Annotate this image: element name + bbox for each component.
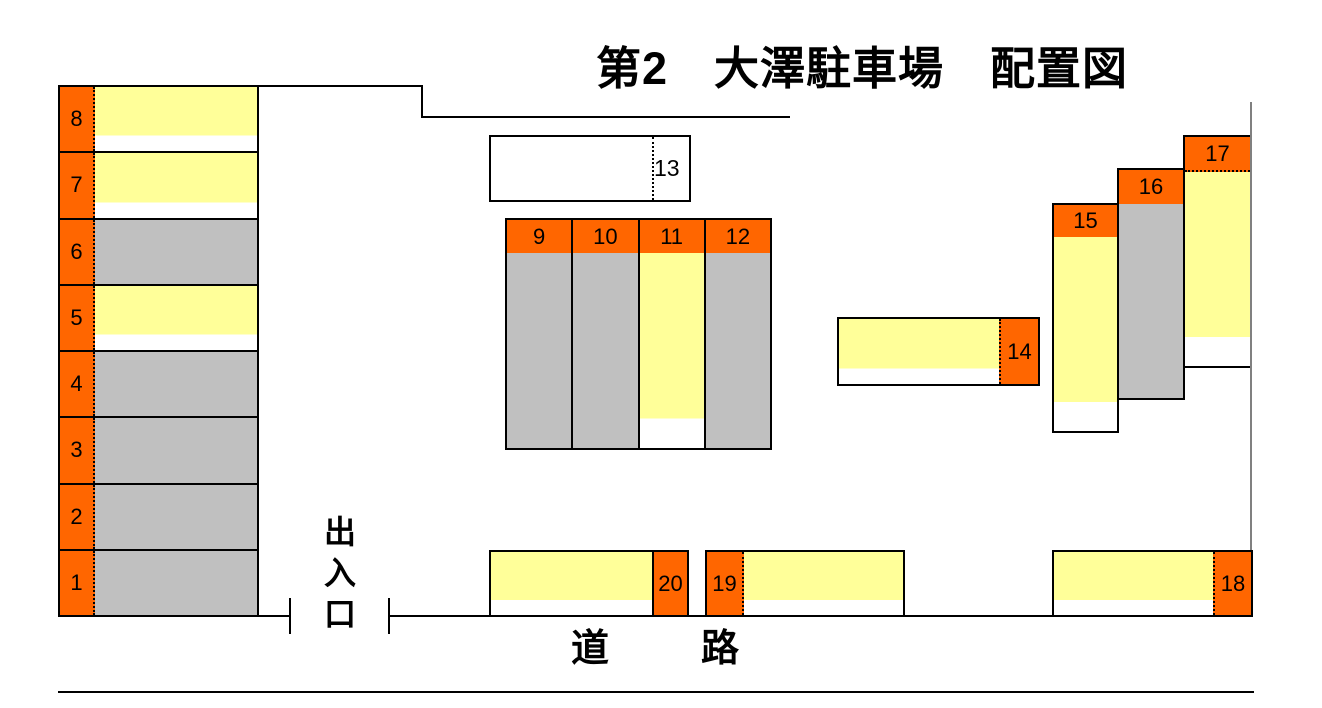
parking-space-19: 19 — [705, 550, 905, 617]
space-number-cell: 13 — [652, 137, 689, 200]
parking-space-12: 12 — [705, 220, 770, 448]
entrance-char: 出 — [323, 514, 356, 550]
boundary-line-right — [1250, 102, 1252, 551]
space-number-cell: 7 — [60, 153, 95, 218]
space-fill — [95, 484, 257, 549]
space-number: 20 — [658, 570, 683, 596]
space-number: 17 — [1205, 140, 1230, 166]
parking-space-11: 11 — [639, 220, 706, 448]
parking-space-10: 10 — [573, 220, 640, 448]
space-number: 11 — [660, 223, 684, 249]
boundary-line-top-a — [257, 85, 423, 87]
space-number-cell: 12 — [705, 220, 770, 253]
parking-space-9: 9 — [507, 220, 574, 448]
entrance-char: 口 — [323, 596, 356, 632]
parking-space-6: 6 — [60, 219, 257, 286]
boundary-line-top-step — [421, 85, 423, 118]
parking-space-15: 15 — [1052, 203, 1119, 433]
space-number: 1 — [70, 569, 83, 595]
parking-space-1: 1 — [60, 550, 257, 615]
parking-space-17: 17 — [1183, 135, 1252, 368]
space-fill — [95, 352, 257, 417]
space-number-cell: 20 — [652, 552, 687, 615]
parking-space-4: 4 — [60, 352, 257, 419]
parking-space-16: 16 — [1117, 168, 1185, 400]
space-number: 12 — [725, 223, 751, 249]
space-fill — [1054, 237, 1117, 431]
road-char: 道 — [571, 628, 610, 670]
road-boundary-right — [389, 615, 1252, 617]
space-number-cell: 18 — [1213, 552, 1251, 615]
space-number: 6 — [70, 238, 83, 264]
space-number-cell: 16 — [1119, 170, 1183, 204]
space-fill — [744, 552, 903, 615]
space-number: 14 — [1007, 338, 1032, 364]
space-fill — [491, 552, 652, 615]
entrance-tick-right — [388, 598, 390, 634]
space-number: 3 — [70, 437, 83, 463]
space-number-cell: 11 — [639, 220, 704, 253]
road-label: 道 路 — [571, 630, 739, 668]
space-number: 9 — [533, 223, 546, 249]
road-char: 路 — [701, 628, 740, 670]
space-fill — [95, 153, 257, 218]
space-number-cell: 1 — [60, 550, 95, 615]
space-fill — [95, 550, 257, 615]
space-number-cell: 2 — [60, 484, 95, 549]
space-number: 10 — [593, 223, 618, 249]
parking-space-18: 18 — [1052, 550, 1253, 617]
middle-parking-block: 9 10 11 12 — [505, 218, 772, 450]
space-number-cell: 19 — [707, 552, 744, 615]
boundary-line-top-b — [421, 116, 790, 118]
space-fill — [839, 319, 999, 384]
entrance-tick-left — [289, 598, 291, 634]
space-fill — [573, 253, 638, 448]
left-parking-block: 8 7 6 5 4 3 2 1 — [58, 85, 259, 617]
parking-space-5: 5 — [60, 285, 257, 352]
space-number-cell: 4 — [60, 352, 95, 417]
space-number-cell: 17 — [1185, 137, 1250, 172]
space-number: 2 — [70, 503, 83, 529]
space-number-cell: 8 — [60, 87, 95, 152]
page-bottom-rule — [58, 691, 1254, 693]
entrance-char: 入 — [323, 555, 356, 591]
space-number: 7 — [70, 172, 83, 198]
space-fill — [1054, 552, 1213, 615]
space-number-cell: 14 — [999, 319, 1038, 384]
parking-space-7: 7 — [60, 153, 257, 220]
space-number: 16 — [1138, 174, 1164, 199]
space-fill — [95, 87, 257, 152]
space-number: 19 — [712, 570, 737, 596]
parking-space-14: 14 — [837, 317, 1040, 386]
space-number-cell: 10 — [573, 220, 638, 253]
space-fill — [95, 418, 257, 483]
space-number-cell: 9 — [507, 220, 572, 253]
space-number: 13 — [654, 155, 680, 181]
space-fill — [507, 253, 572, 448]
parking-space-2: 2 — [60, 484, 257, 551]
space-number: 8 — [70, 106, 83, 132]
page-title: 第2 大澤駐車場 配置図 — [596, 43, 1129, 94]
parking-space-13: 13 — [489, 135, 691, 202]
parking-space-20: 20 — [489, 550, 689, 617]
parking-space-3: 3 — [60, 418, 257, 485]
parking-space-8: 8 — [60, 87, 257, 154]
entrance-label: 出 入 口 — [320, 512, 360, 635]
space-number-cell: 5 — [60, 285, 95, 350]
space-fill — [491, 137, 652, 200]
space-number-cell: 15 — [1054, 205, 1117, 237]
space-fill — [639, 253, 704, 448]
space-fill — [1119, 204, 1183, 398]
space-number: 15 — [1073, 208, 1098, 233]
space-number: 18 — [1220, 570, 1246, 596]
space-number: 5 — [70, 304, 83, 330]
space-fill — [95, 285, 257, 350]
space-number-cell: 6 — [60, 219, 95, 284]
space-fill — [1185, 172, 1250, 366]
space-number-cell: 3 — [60, 418, 95, 483]
road-boundary-left — [257, 615, 291, 617]
space-fill — [95, 219, 257, 284]
space-fill — [705, 253, 770, 448]
space-number: 4 — [70, 371, 83, 397]
